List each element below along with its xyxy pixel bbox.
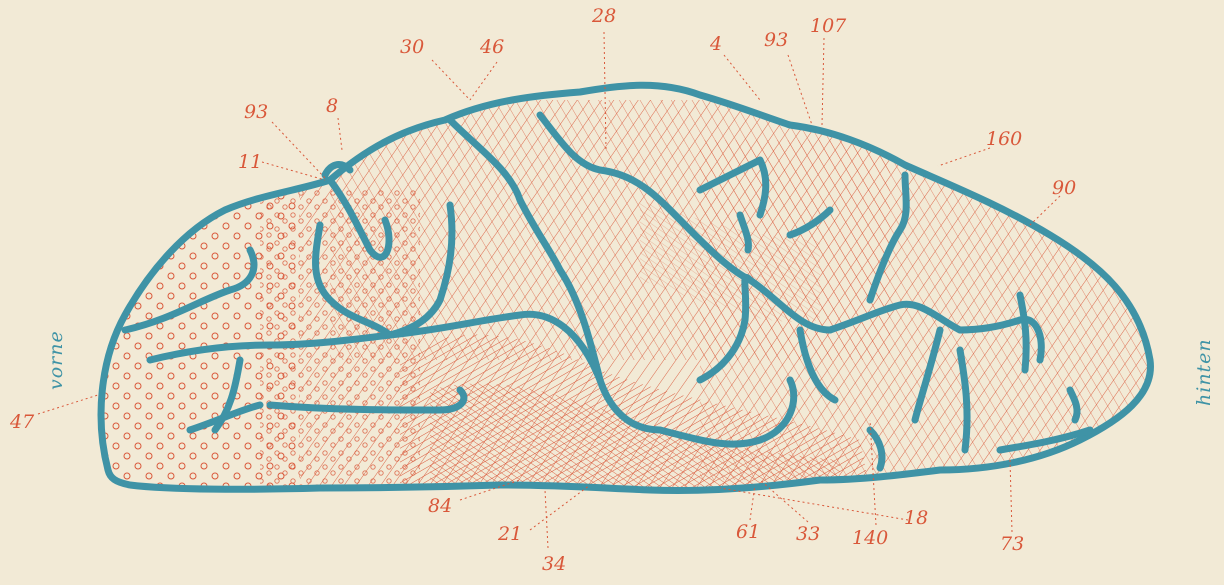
- area-label-34: 34: [542, 553, 566, 575]
- area-label-4: 4: [709, 33, 722, 55]
- area-label-61: 61: [736, 521, 760, 543]
- side-label-front: vorne: [45, 330, 67, 390]
- area-label-11: 11: [238, 151, 262, 173]
- area-label-47: 47: [9, 411, 35, 433]
- area-label-84: 84: [428, 495, 452, 517]
- area-label-18: 18: [904, 507, 928, 529]
- area-label-90: 90: [1052, 177, 1076, 199]
- area-label-33: 33: [796, 523, 820, 545]
- side-label-back: hinten: [1193, 338, 1215, 406]
- area-label-107: 107: [810, 15, 847, 37]
- area-label-46: 46: [479, 36, 504, 58]
- area-label-21: 21: [497, 523, 522, 545]
- area-label-73: 73: [1000, 533, 1024, 555]
- area-label-160: 160: [986, 128, 1022, 150]
- area-label-93-left: 93: [244, 101, 268, 123]
- area-label-93-top: 93: [764, 29, 788, 51]
- area-label-8: 8: [326, 95, 338, 117]
- area-label-140: 140: [852, 527, 888, 549]
- area-label-30: 30: [400, 36, 424, 58]
- area-label-28: 28: [591, 5, 616, 27]
